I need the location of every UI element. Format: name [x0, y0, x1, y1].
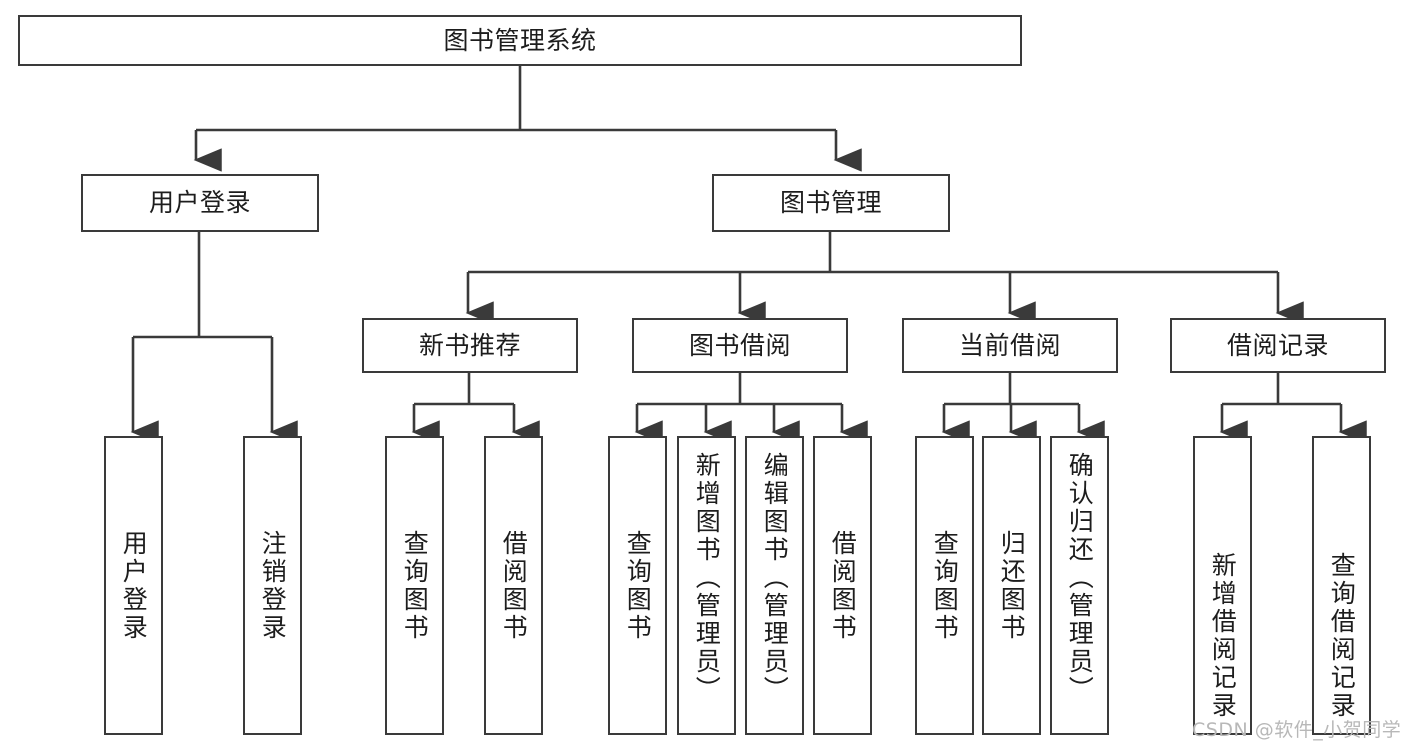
node-current-borrow[interactable]: 当前借阅: [902, 318, 1118, 373]
leaf-logout[interactable]: 注销登录: [243, 436, 302, 735]
node-label: 查询图书: [930, 530, 960, 642]
node-label: 当前借阅: [958, 330, 1061, 360]
node-label: 查询借阅记录: [1327, 552, 1357, 720]
node-label: 新增图书（管理员）: [692, 452, 722, 704]
leaf-query-book-recommend[interactable]: 查询图书: [385, 436, 444, 735]
leaf-borrow-book-recommend[interactable]: 借阅图书: [484, 436, 543, 735]
node-label: 查询图书: [400, 530, 430, 642]
node-label: 新书推荐: [418, 330, 521, 360]
node-label: 归还图书: [997, 530, 1027, 642]
node-user-login[interactable]: 用户登录: [81, 174, 319, 232]
leaf-query-book-borrow[interactable]: 查询图书: [608, 436, 667, 735]
node-label: 借阅图书: [499, 530, 529, 642]
leaf-edit-book-admin[interactable]: 编辑图书（管理员）: [745, 436, 804, 735]
node-label: 确认归还（管理员）: [1065, 452, 1095, 704]
node-label: 图书管理系统: [443, 25, 597, 55]
leaf-user-login[interactable]: 用户登录: [104, 436, 163, 735]
node-label: 新增借阅记录: [1208, 552, 1238, 720]
node-label: 图书管理: [779, 188, 882, 217]
node-new-book-recommend[interactable]: 新书推荐: [362, 318, 578, 373]
node-borrow-records[interactable]: 借阅记录: [1170, 318, 1386, 373]
leaf-borrow-book[interactable]: 借阅图书: [813, 436, 872, 735]
node-label: 用户登录: [119, 530, 149, 642]
node-root-system[interactable]: 图书管理系统: [18, 15, 1022, 66]
leaf-add-book-admin[interactable]: 新增图书（管理员）: [677, 436, 736, 735]
leaf-confirm-return-admin[interactable]: 确认归还（管理员）: [1050, 436, 1109, 735]
csdn-watermark: CSDN @软件_小贺同学: [1192, 719, 1402, 741]
node-label: 编辑图书（管理员）: [760, 452, 790, 704]
leaf-query-book-current[interactable]: 查询图书: [915, 436, 974, 735]
node-label: 借阅图书: [828, 530, 858, 642]
node-label: 查询图书: [623, 530, 653, 642]
node-label: 用户登录: [148, 188, 251, 217]
node-book-management[interactable]: 图书管理: [712, 174, 950, 232]
leaf-query-borrow-record[interactable]: 查询借阅记录: [1312, 436, 1371, 735]
node-label: 借阅记录: [1226, 330, 1329, 360]
node-book-borrow[interactable]: 图书借阅: [632, 318, 848, 373]
node-label: 图书借阅: [688, 330, 791, 360]
leaf-return-book[interactable]: 归还图书: [982, 436, 1041, 735]
leaf-add-borrow-record[interactable]: 新增借阅记录: [1193, 436, 1252, 735]
node-label: 注销登录: [258, 530, 288, 642]
